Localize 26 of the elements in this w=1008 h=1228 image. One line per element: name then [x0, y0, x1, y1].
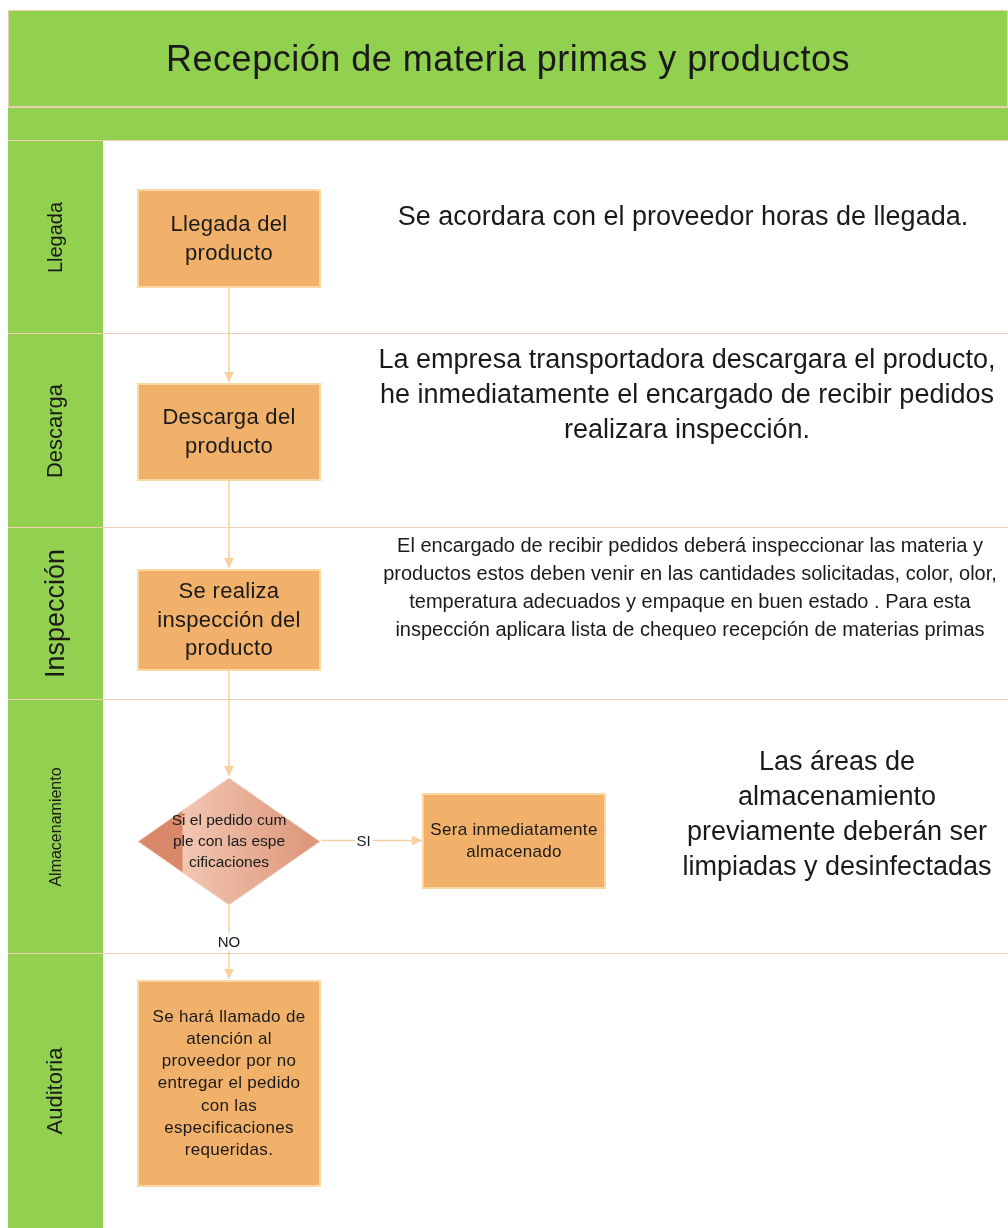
swimlane: [8, 333, 1008, 527]
lane-title: Inspección: [40, 548, 71, 679]
description-text: Las áreas de almacenamiento previamente deberán ser limpiadas y desinfectadas: [681, 745, 993, 884]
process-box: Se hará llamado de atención al proveedor por no entregar el pedido con las especificaciones requeridas.: [137, 980, 321, 1187]
lane-title: Auditoria: [42, 1047, 69, 1135]
swimlane: [8, 699, 1008, 953]
lane-title: Almacenamiento: [46, 766, 65, 887]
decision-diamond: Si el pedido cumple con las especificaciones: [137, 777, 321, 906]
arrow: [224, 479, 234, 569]
lane-title: Descarga: [42, 383, 69, 478]
description-text: Se acordara con el proveedor horas de llegada.: [396, 200, 970, 233]
arrow: [224, 669, 234, 777]
process-box: Se realiza inspección del producto: [137, 569, 321, 671]
lane-title: Llegada: [44, 201, 67, 273]
edge-label: NO: [215, 933, 243, 951]
process-box: Llegada del producto: [137, 189, 321, 288]
swimlane: [8, 140, 1008, 333]
process-box: Sera inmediatamente almacenado: [422, 793, 606, 889]
arrow: [320, 835, 423, 846]
description-text: El encargado de recibir pedidos deberá inspeccionar las materia y productos estos deben venir en las cantidades solicitadas, color, olor, temperatura adecuados y empaque en buen estado . Para esta inspección aplicara lista de chequeo recepción de materias primas: [382, 533, 998, 642]
swimlane: [8, 527, 1008, 699]
description-text: La empresa transportadora descargara el producto, he inmediatamente el encargado de recibir pedidos realizara inspección.: [377, 343, 997, 447]
process-box: Descarga del producto: [137, 383, 321, 481]
arrow: [224, 286, 234, 383]
swimlane: [8, 953, 1008, 1228]
diagram-title: Recepción de materia primas y productos: [166, 37, 850, 80]
